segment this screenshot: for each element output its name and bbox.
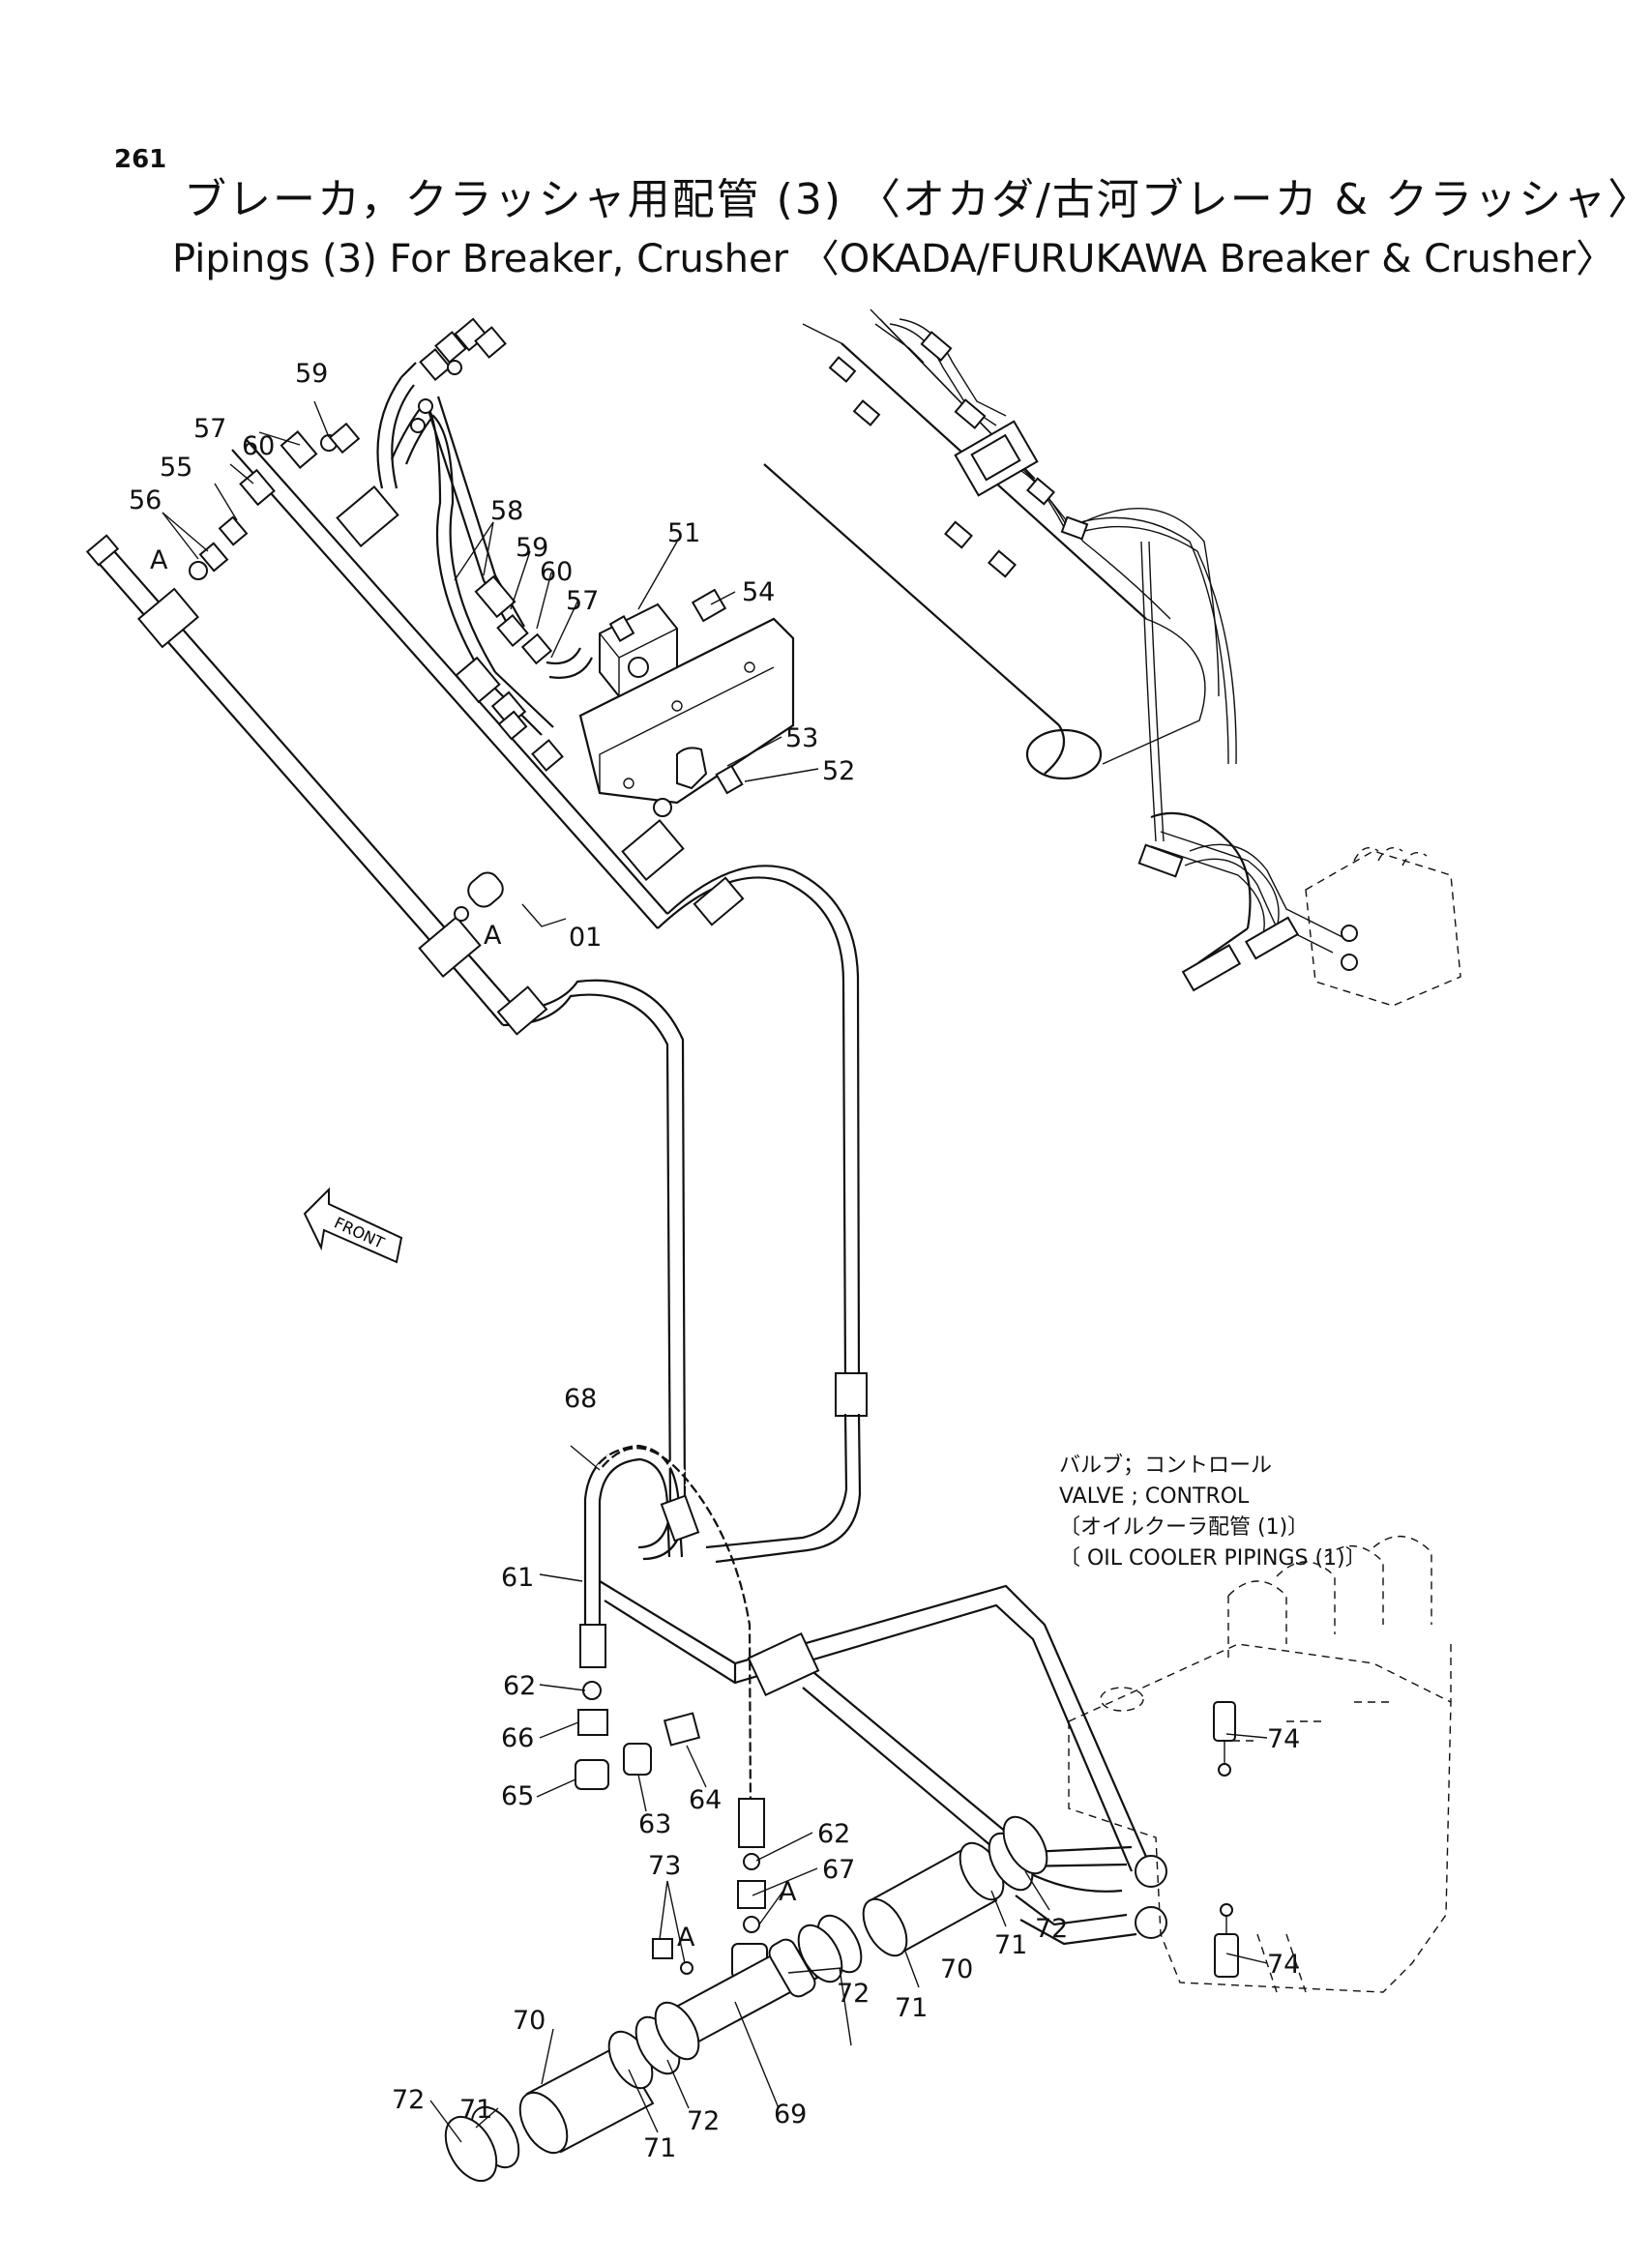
- callout-51: 51: [667, 518, 700, 548]
- boom-fittings: [828, 318, 1089, 578]
- page-number: 261: [114, 145, 167, 174]
- callout-60: 60: [540, 557, 573, 587]
- callout-74: 74: [1267, 1950, 1300, 1980]
- callout-62: 62: [503, 1671, 536, 1701]
- page-title-english: Pipings (3) For Breaker, Crusher 〈OKADA/…: [172, 237, 1615, 281]
- callout-a: A: [779, 1877, 797, 1907]
- front-arrow-icon: FRONT: [303, 1187, 403, 1264]
- callout-60: 60: [242, 431, 275, 461]
- callout-01: 01: [569, 923, 602, 953]
- callout-57: 57: [566, 586, 599, 616]
- callout-74: 74: [1267, 1724, 1300, 1754]
- lower-control-valve: [1068, 1535, 1452, 1993]
- leader-lines: [162, 400, 1268, 2143]
- oil-cooler-hoses: [444, 1815, 1048, 2183]
- callout-52: 52: [822, 756, 855, 786]
- callout-65: 65: [501, 1781, 534, 1811]
- reference-note-en: VALVE ; CONTROL: [1059, 1484, 1250, 1509]
- long-hoses: [496, 865, 868, 1564]
- reference-note: バルブ；コントロール VALVE ; CONTROL 〔オイルクーラ配管 (1)…: [1059, 1451, 1367, 1574]
- callout-64: 64: [689, 1785, 722, 1815]
- callout-62: 62: [817, 1819, 850, 1849]
- boom-outline: [763, 308, 1237, 842]
- callout-72: 72: [687, 2106, 720, 2136]
- reference-note-jp-sub: 〔オイルクーラ配管 (1)〕: [1059, 1515, 1310, 1540]
- callout-61: 61: [501, 1563, 534, 1593]
- upper-control-valve: [1137, 811, 1461, 1007]
- page-title-japanese: ブレーカ，クラッシャ用配管 (3) 〈オカダ/古河ブレーカ & クラッシャ〉: [184, 175, 1652, 224]
- callout-72: 72: [837, 1979, 870, 2009]
- upper-piping: [85, 317, 795, 1026]
- callout-54: 54: [742, 577, 775, 607]
- callout-67: 67: [822, 1855, 855, 1885]
- callout-71: 71: [895, 1993, 928, 2023]
- reference-note-jp: バルブ；コントロール: [1059, 1454, 1273, 1478]
- callout-72: 72: [392, 2085, 425, 2115]
- callout-70: 70: [513, 2006, 546, 2036]
- callout-63: 63: [638, 1809, 671, 1839]
- callout-73: 73: [648, 1851, 681, 1881]
- callout-53: 53: [785, 723, 818, 753]
- callout-a: A: [484, 921, 502, 951]
- callout-66: 66: [501, 1723, 534, 1753]
- callout-labels: 59 60 57 55 56 A 58 51 59 60 57 54 53 52…: [129, 359, 1300, 2163]
- callout-58: 58: [490, 496, 523, 526]
- parts-diagram: FRONT: [85, 308, 1461, 2183]
- callout-a: A: [150, 545, 168, 575]
- callout-71: 71: [459, 2095, 492, 2125]
- callout-70: 70: [940, 1954, 973, 1984]
- reference-note-en-sub: 〔 OIL COOLER PIPINGS (1)〕: [1059, 1546, 1367, 1571]
- callout-69: 69: [774, 2100, 807, 2130]
- callout-57: 57: [193, 414, 226, 444]
- callout-71: 71: [994, 1930, 1027, 1960]
- callout-55: 55: [160, 453, 192, 483]
- callout-56: 56: [129, 485, 162, 515]
- callout-68: 68: [564, 1384, 597, 1414]
- callout-72: 72: [1035, 1914, 1068, 1944]
- callout-a: A: [677, 1923, 695, 1953]
- callout-59: 59: [516, 533, 548, 563]
- callout-59: 59: [295, 359, 328, 389]
- callout-71: 71: [643, 2133, 676, 2163]
